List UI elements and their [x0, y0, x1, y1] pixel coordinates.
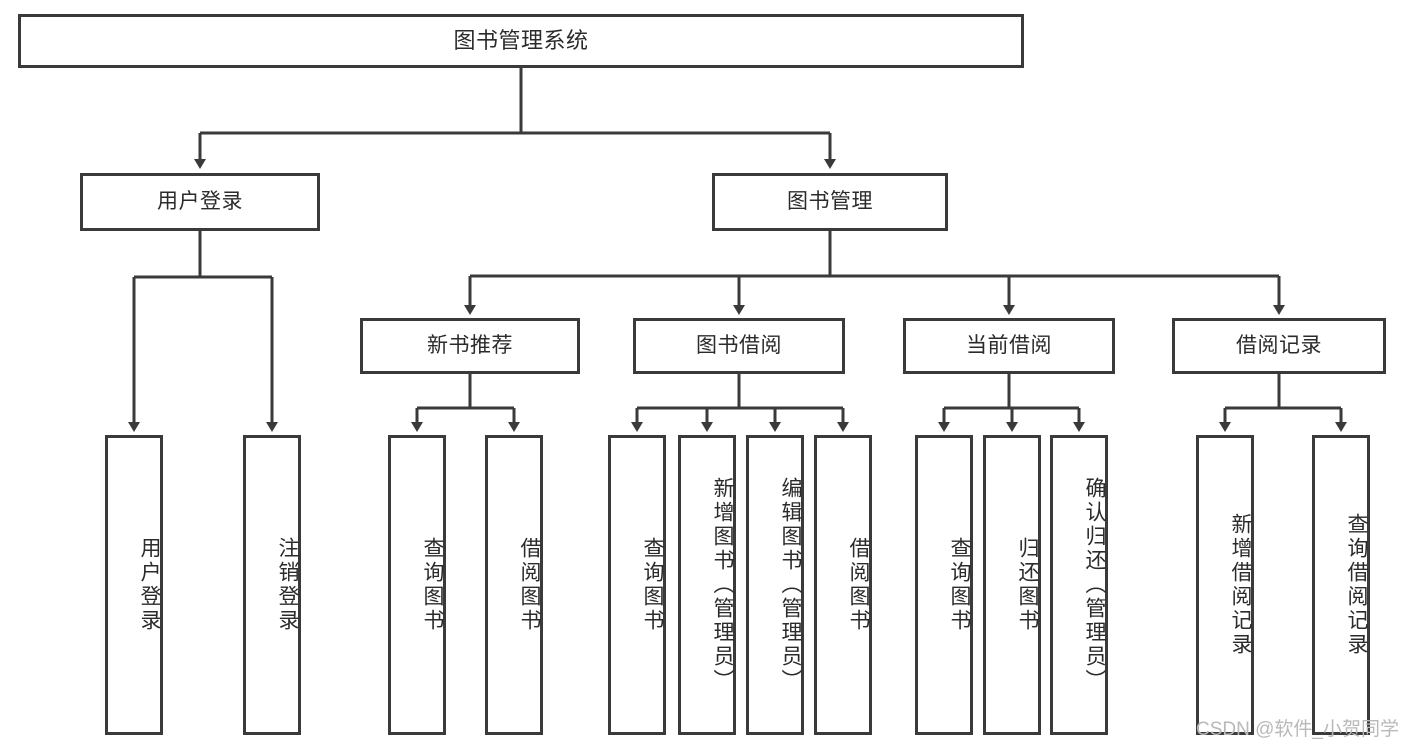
node-root[interactable]: 图书管理系统 — [18, 14, 1024, 68]
csdn-watermark: CSDN @软件_小贺同学 — [1196, 719, 1399, 740]
node-label: 新增图书（管理员） — [711, 477, 734, 693]
node-label: 新增借阅记录 — [1229, 513, 1252, 657]
leaf-user-login[interactable]: 用户登录 — [105, 435, 163, 735]
leaf-query-borrow-record[interactable]: 查询借阅记录 — [1312, 435, 1370, 735]
node-label: 查询图书 — [948, 537, 971, 633]
leaf-query-books-borrow[interactable]: 查询图书 — [608, 435, 666, 735]
node-label: 借阅记录 — [1236, 333, 1322, 357]
leaf-return-books[interactable]: 归还图书 — [983, 435, 1041, 735]
node-label: 归还图书 — [1016, 537, 1039, 633]
leaf-query-books-recommend[interactable]: 查询图书 — [388, 435, 446, 735]
node-label: 编辑图书（管理员） — [779, 477, 802, 693]
leaf-edit-book-admin[interactable]: 编辑图书（管理员） — [746, 435, 804, 735]
leaf-borrow-books[interactable]: 借阅图书 — [814, 435, 872, 735]
node-label: 确认归还（管理员） — [1083, 477, 1106, 693]
node-root-label: 图书管理系统 — [453, 28, 589, 54]
node-label: 借阅图书 — [518, 537, 541, 633]
node-label: 当前借阅 — [966, 333, 1052, 357]
node-book-borrow[interactable]: 图书借阅 — [633, 318, 845, 374]
node-user-login[interactable]: 用户登录 — [80, 173, 320, 231]
node-label: 注销登录 — [276, 537, 299, 633]
node-label: 查询图书 — [421, 537, 444, 633]
leaf-add-borrow-record[interactable]: 新增借阅记录 — [1196, 435, 1254, 735]
node-label: 用户登录 — [138, 537, 161, 633]
leaf-add-book-admin[interactable]: 新增图书（管理员） — [678, 435, 736, 735]
node-label: 查询借阅记录 — [1345, 513, 1368, 657]
node-label: 图书管理 — [787, 189, 873, 213]
leaf-logout[interactable]: 注销登录 — [243, 435, 301, 735]
node-borrow-record[interactable]: 借阅记录 — [1172, 318, 1386, 374]
node-label: 用户登录 — [157, 189, 243, 213]
node-label: 查询图书 — [641, 537, 664, 633]
node-current-borrow[interactable]: 当前借阅 — [903, 318, 1115, 374]
leaf-query-books-current[interactable]: 查询图书 — [915, 435, 973, 735]
node-new-book-recommend[interactable]: 新书推荐 — [360, 318, 580, 374]
node-label: 借阅图书 — [847, 537, 870, 633]
leaf-confirm-return-admin[interactable]: 确认归还（管理员） — [1050, 435, 1108, 735]
node-label: 新书推荐 — [427, 333, 513, 357]
node-label: 图书借阅 — [696, 333, 782, 357]
leaf-borrow-books-recommend[interactable]: 借阅图书 — [485, 435, 543, 735]
node-book-management[interactable]: 图书管理 — [712, 173, 948, 231]
